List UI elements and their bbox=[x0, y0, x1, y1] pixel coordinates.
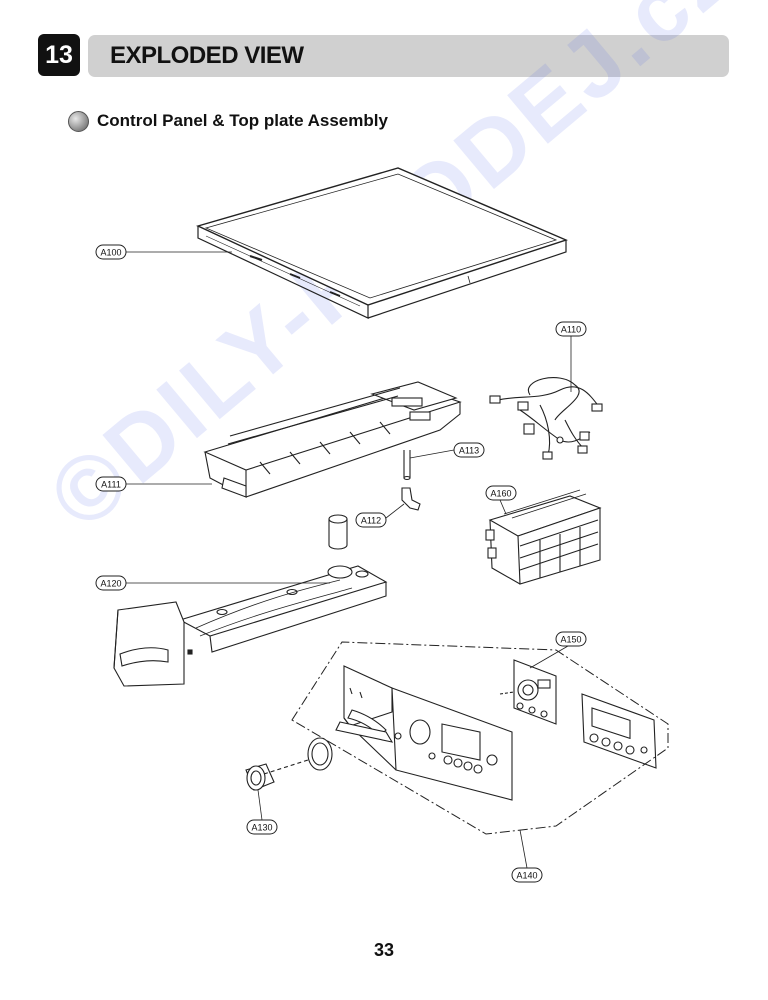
callout-a100: A100 bbox=[95, 244, 127, 260]
svg-text:A150: A150 bbox=[560, 635, 581, 645]
pcb-assembly-part bbox=[485, 489, 602, 585]
bullet-icon bbox=[68, 110, 89, 132]
callout-a113: A113 bbox=[453, 442, 485, 458]
page-number: 33 bbox=[373, 940, 395, 960]
callout-a130: A130 bbox=[246, 819, 278, 835]
wire-harness-part bbox=[489, 377, 603, 460]
svg-text:A130: A130 bbox=[251, 823, 272, 833]
display-pcb-part bbox=[581, 693, 657, 769]
top-plate-part bbox=[196, 167, 568, 319]
header-bar bbox=[88, 35, 729, 77]
assembly-boundary bbox=[291, 641, 669, 835]
valve-parts bbox=[401, 450, 421, 511]
callout-a150: A150 bbox=[555, 631, 587, 647]
leader-lines bbox=[126, 251, 572, 869]
callout-a112: A112 bbox=[355, 512, 387, 528]
svg-text:A100: A100 bbox=[100, 248, 121, 258]
svg-text:A111: A111 bbox=[101, 480, 121, 490]
svg-text:A112: A112 bbox=[361, 516, 381, 526]
svg-text:A140: A140 bbox=[516, 871, 537, 881]
page-title: EXPLODED VIEW bbox=[110, 42, 304, 69]
encoder-pcb-part bbox=[499, 659, 557, 725]
drawer-part bbox=[113, 565, 388, 687]
control-panel-part bbox=[335, 665, 513, 801]
svg-text:A120: A120 bbox=[100, 579, 121, 589]
drawer-housing-part bbox=[203, 381, 462, 498]
callout-a111: A111 bbox=[95, 476, 127, 492]
callout-a120: A120 bbox=[95, 575, 127, 591]
callout-a140: A140 bbox=[511, 867, 543, 883]
svg-text:A110: A110 bbox=[561, 325, 581, 335]
svg-text:A160: A160 bbox=[490, 489, 511, 499]
knob-parts bbox=[245, 737, 333, 791]
callout-a110: A110 bbox=[555, 321, 587, 337]
callout-a160: A160 bbox=[485, 485, 517, 501]
svg-text:A113: A113 bbox=[459, 446, 479, 456]
cylinder-cap-part bbox=[328, 514, 348, 550]
section-number-badge: 13 bbox=[38, 34, 80, 76]
subheading-text: Control Panel & Top plate Assembly bbox=[97, 111, 388, 130]
subheading: Control Panel & Top plate Assembly bbox=[68, 110, 388, 132]
